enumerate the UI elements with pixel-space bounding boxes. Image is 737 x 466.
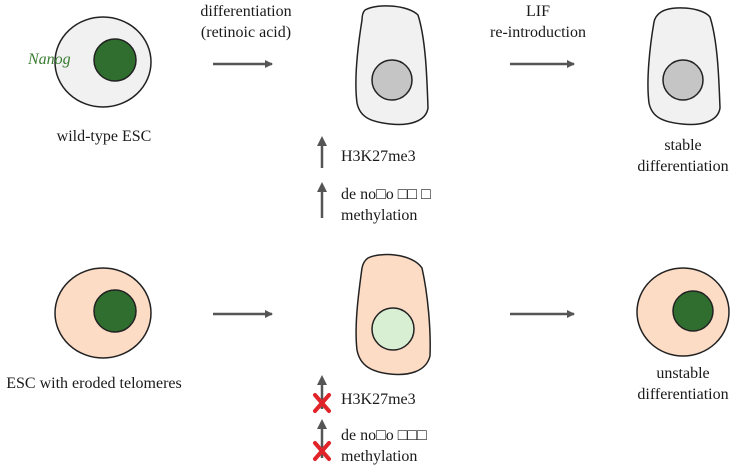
- methylation-label-top: methylation: [341, 207, 417, 224]
- retinoic-acid-label: (retinoic acid): [201, 24, 291, 41]
- unstable-differentiation-label: differentiation: [637, 386, 728, 403]
- methylation-blocked-x-icon: [313, 441, 331, 461]
- stable-cell: [647, 7, 721, 126]
- h3k27me3-label-bottom: H3K27me3: [341, 391, 416, 408]
- wild-type-esc-label: wild-type ESC: [57, 128, 152, 145]
- h3k27me3-blocked-x-icon: [313, 393, 331, 413]
- wild-type-esc-cell: [54, 16, 152, 108]
- de-novo-label-top: de no□o □□ □: [341, 186, 431, 203]
- stable-label: stable: [664, 137, 701, 154]
- differentiated-cell-bottom: [355, 253, 431, 376]
- eroded-esc-label: ESC with eroded telomeres: [6, 375, 182, 392]
- differentiated-cell-top: [355, 5, 429, 126]
- nanog-label: Nanog: [27, 51, 71, 68]
- eroded-esc-cell: [54, 267, 152, 359]
- unstable-label: unstable: [656, 365, 709, 382]
- h3k27me3-label-top: H3K27me3: [341, 148, 416, 165]
- re-introduction-label: re-introduction: [490, 24, 586, 41]
- methylation-label-bottom: methylation: [341, 448, 417, 465]
- de-novo-label-bottom: de no□o □□□: [341, 427, 427, 444]
- differentiation-label: differentiation: [200, 3, 291, 20]
- stable-differentiation-label: differentiation: [637, 158, 728, 175]
- lif-label: LIF: [526, 3, 550, 20]
- unstable-cell: [636, 267, 730, 357]
